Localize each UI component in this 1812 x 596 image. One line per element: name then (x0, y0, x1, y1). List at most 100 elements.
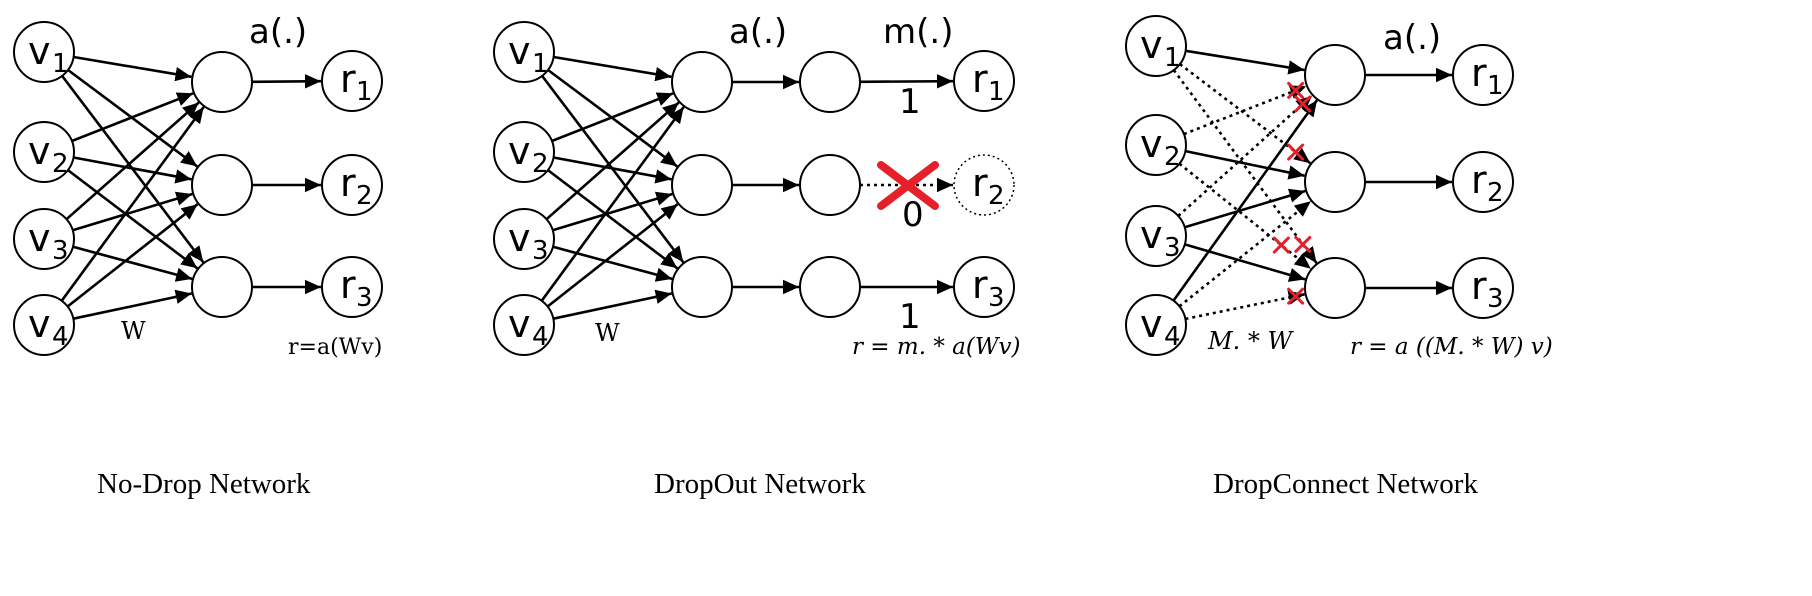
panel-caption: DropConnect Network (1213, 468, 1478, 500)
weight-edge (67, 169, 199, 270)
dropout-panel: v 1 v 2 v 3 v 4 r 1 r (493, 12, 1020, 500)
dropped-weight-edge (1172, 69, 1318, 264)
input-node-v3: v 3 (1125, 205, 1187, 267)
input-node-v1: v 1 (1125, 15, 1187, 77)
svg-text:2: 2 (532, 149, 549, 179)
weight-edge (553, 156, 672, 184)
svg-text:v: v (1140, 302, 1163, 346)
svg-text:1: 1 (1487, 71, 1504, 101)
drop-cross-icon (1294, 95, 1312, 113)
weight-edge (545, 101, 680, 221)
svg-text:r: r (972, 161, 988, 205)
input-node-v4: v 4 (1125, 294, 1187, 356)
svg-text:4: 4 (1164, 322, 1181, 352)
svg-text:1: 1 (988, 77, 1005, 107)
weight-edge (73, 289, 192, 320)
svg-text:v: v (508, 129, 531, 173)
activation-label: a(.) (1383, 18, 1441, 58)
hidden-node-1 (1304, 44, 1366, 106)
no-drop-edges (60, 55, 322, 320)
svg-text:3: 3 (52, 236, 69, 266)
svg-text:v: v (508, 216, 531, 260)
mask-edge (859, 74, 954, 89)
weight-edge (73, 55, 192, 82)
svg-text:r: r (1471, 51, 1487, 95)
output-node-r1: r 1 (1452, 44, 1514, 106)
svg-text:r: r (340, 263, 356, 307)
input-node-v1: v 1 (493, 21, 555, 83)
svg-text:r: r (340, 161, 356, 205)
output-node-r2: r 2 (321, 154, 383, 216)
input-node-v2: v 2 (1125, 114, 1187, 176)
output-node-r3: r 3 (1452, 257, 1514, 319)
output-node-r1: r 1 (953, 50, 1015, 112)
mask-node-1 (799, 51, 861, 113)
weight-edge (553, 289, 672, 320)
weight-edge (1172, 99, 1319, 302)
weight-edge (71, 92, 194, 143)
dropped-weight-edge (1185, 290, 1305, 321)
weight-label: W (595, 319, 620, 347)
weight-edge (546, 203, 679, 308)
dropped-weight-edge (1183, 85, 1307, 136)
weight-edge (1185, 149, 1305, 180)
svg-text:1: 1 (1164, 43, 1181, 73)
activation-label: a(.) (729, 12, 787, 52)
svg-text:v: v (1140, 213, 1163, 257)
mask-node-3 (799, 256, 861, 318)
hidden-node-3 (1304, 257, 1366, 319)
dropconnect-panel: v 1 v 2 v 3 v 4 r 1 r 2 (1125, 15, 1553, 500)
weight-edge (73, 156, 192, 184)
dropped-weight-edge (1178, 200, 1312, 308)
dropped-weight-edge (1177, 94, 1313, 217)
weight-edge (547, 169, 679, 270)
hidden-node-2 (191, 154, 253, 216)
dropout-edges (540, 55, 954, 320)
svg-text:v: v (28, 302, 51, 346)
drop-cross-icon (1272, 236, 1290, 254)
svg-text:v: v (28, 29, 51, 73)
weight-edge (553, 55, 672, 82)
svg-text:r: r (972, 57, 988, 101)
drop-cross-icon (1287, 287, 1305, 305)
drop-cross-icon (1294, 235, 1312, 253)
svg-text:2: 2 (1487, 178, 1504, 208)
weight-edge (65, 101, 200, 221)
hidden-node-3 (671, 256, 733, 318)
svg-text:3: 3 (1487, 284, 1504, 314)
svg-text:v: v (508, 302, 531, 346)
svg-text:v: v (1140, 122, 1163, 166)
svg-text:3: 3 (988, 283, 1005, 313)
svg-text:v: v (28, 129, 51, 173)
panel-caption: DropOut Network (654, 468, 866, 500)
weight-edge (1184, 243, 1306, 282)
mask-label: m(.) (883, 12, 953, 52)
weight-label: W (121, 317, 146, 345)
svg-text:2: 2 (52, 149, 69, 179)
svg-text:2: 2 (988, 181, 1005, 211)
mask-value-3: 1 (899, 297, 921, 337)
svg-text:v: v (1140, 23, 1163, 67)
hidden-node-2 (1304, 151, 1366, 213)
output-node-r1: r 1 (321, 50, 383, 112)
input-node-v4: v 4 (13, 294, 75, 356)
weight-edge (552, 245, 673, 282)
hidden-node-1 (671, 51, 733, 113)
dropout-cross-icon (877, 161, 939, 210)
svg-text:3: 3 (532, 236, 549, 266)
svg-text:r: r (1471, 158, 1487, 202)
input-node-v2: v 2 (493, 121, 555, 183)
svg-text:3: 3 (1164, 233, 1181, 263)
weight-edge (540, 106, 685, 302)
drop-cross-icon (1287, 81, 1305, 99)
svg-text:4: 4 (532, 322, 549, 352)
weight-edge (72, 191, 193, 232)
output-node-r2: r 2 (1452, 151, 1514, 213)
svg-text:v: v (508, 29, 531, 73)
weight-edge (60, 106, 205, 302)
weight-edge (72, 245, 193, 282)
input-node-v3: v 3 (493, 208, 555, 270)
svg-text:2: 2 (356, 181, 373, 211)
dropped-connection-marks (1272, 81, 1312, 305)
